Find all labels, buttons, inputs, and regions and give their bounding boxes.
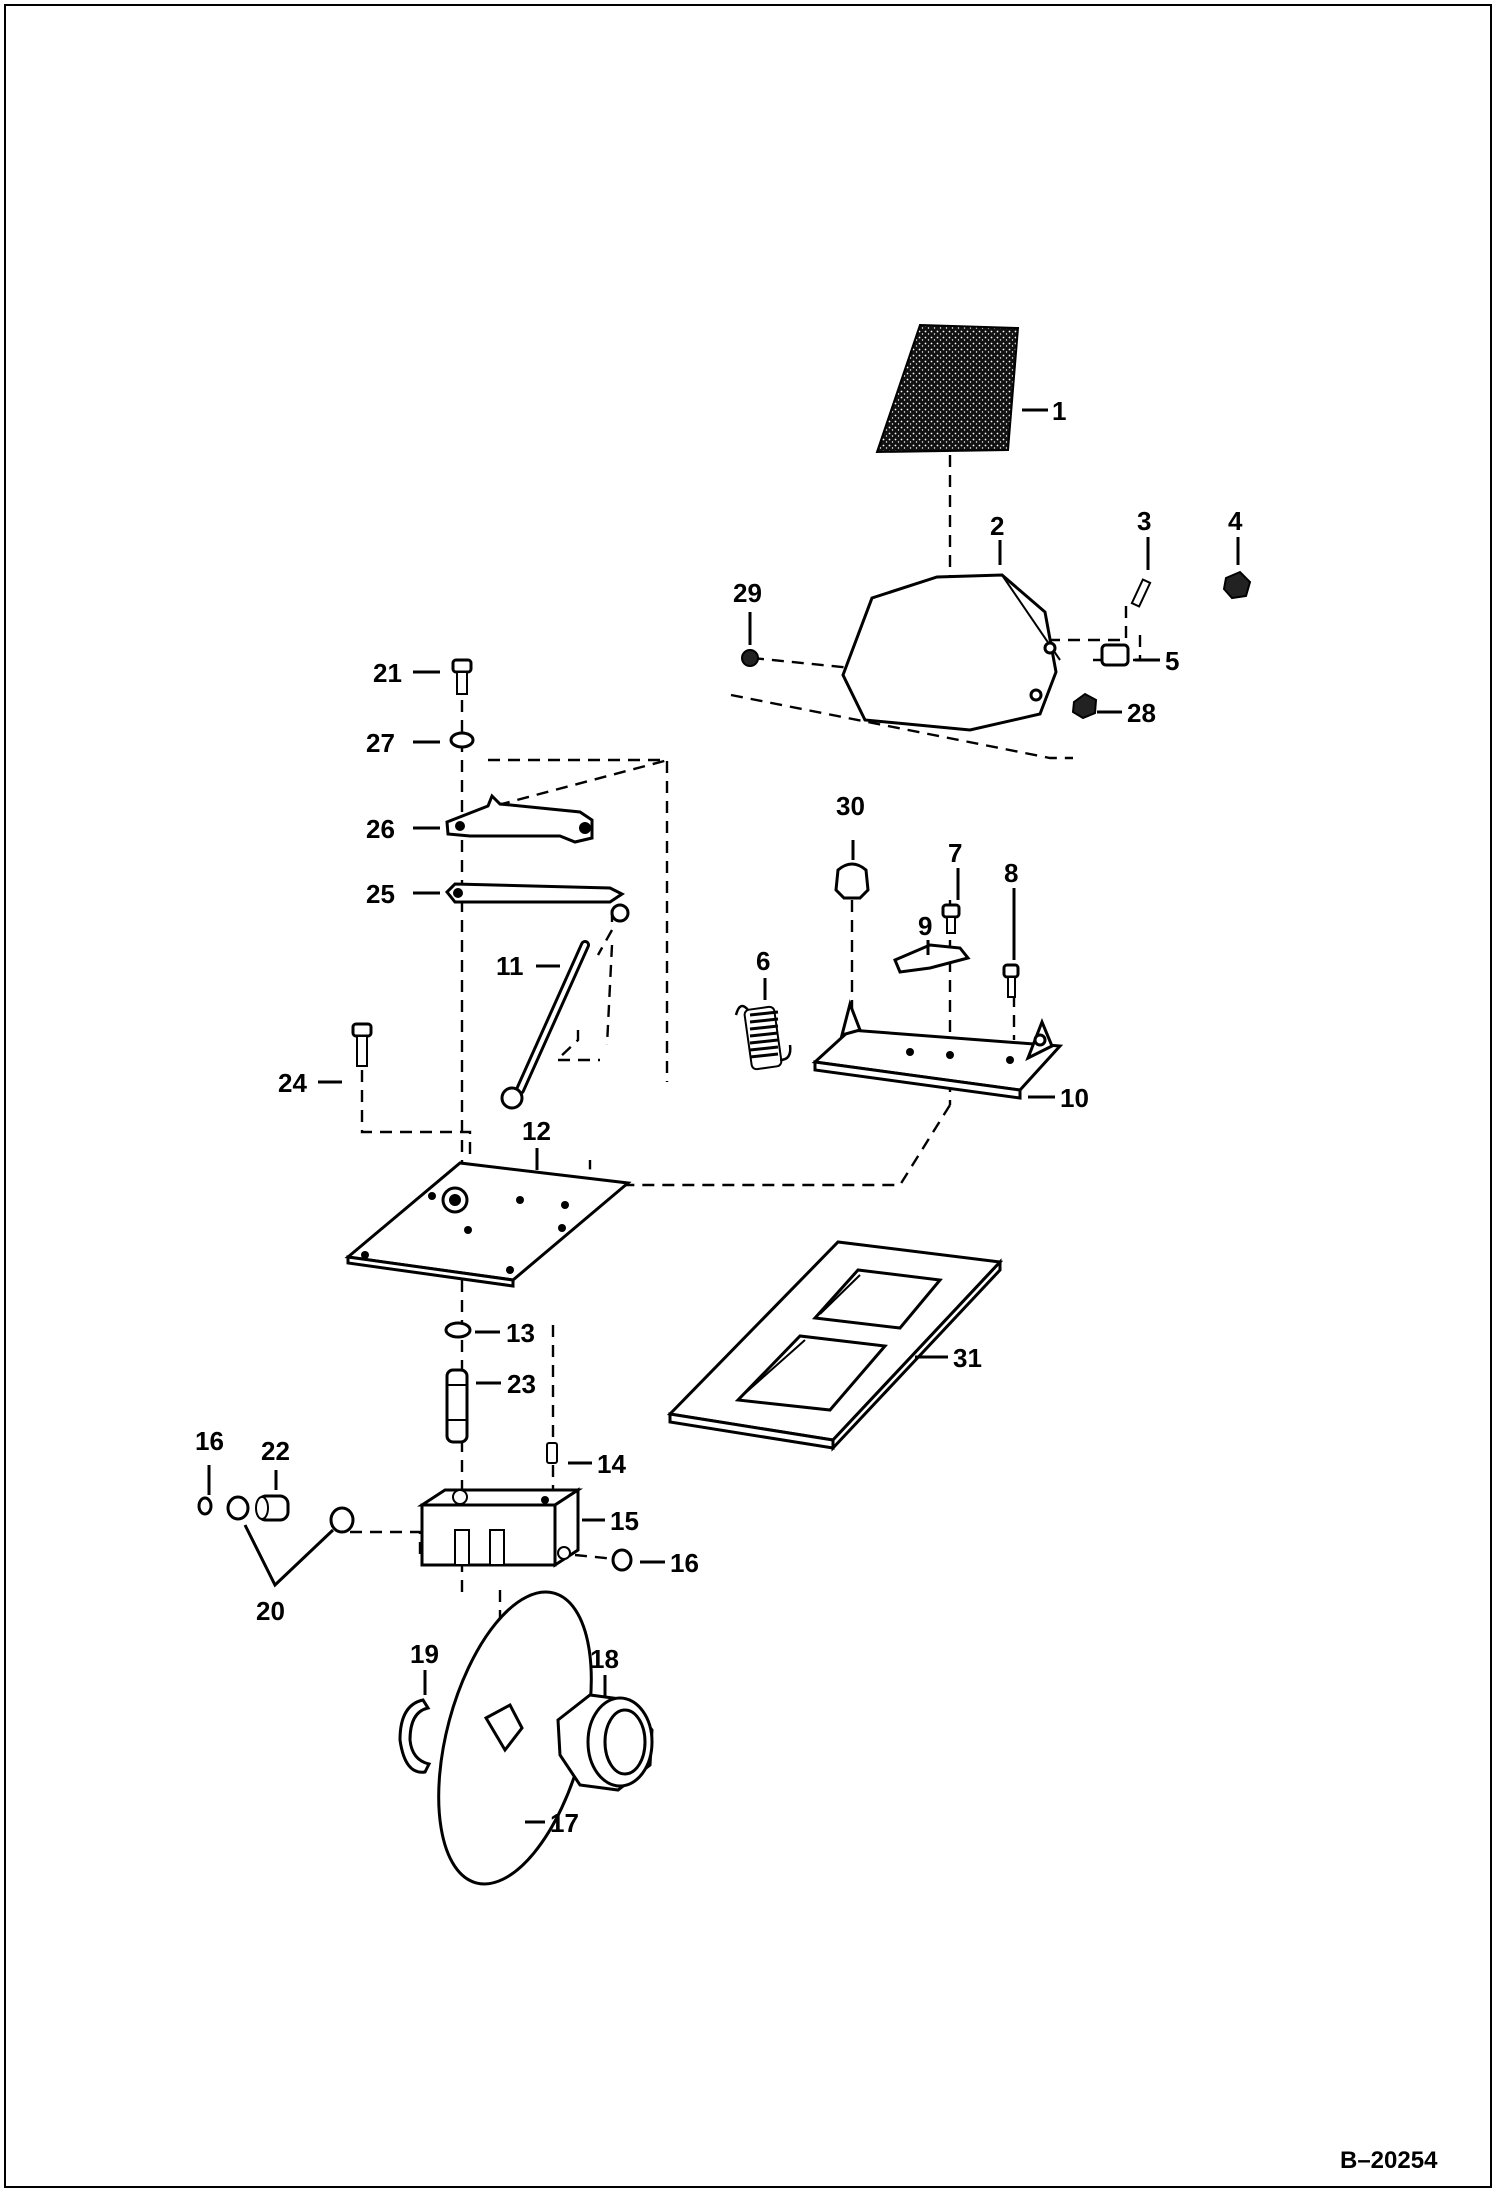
callout-13: 13: [506, 1318, 535, 1348]
link-bar: [444, 882, 625, 904]
upper-lever: [445, 793, 594, 844]
hex-nut: [556, 1693, 654, 1792]
washer: [449, 731, 475, 749]
callout-29: 29: [733, 578, 762, 608]
grip-pad: [875, 323, 1020, 454]
pin-shaft: [445, 1368, 469, 1444]
callout-28: 28: [1127, 698, 1156, 728]
snap-ring: [398, 1698, 432, 1774]
callout-8: 8: [1004, 858, 1018, 888]
seal: [197, 1496, 213, 1516]
callout-19: 19: [410, 1639, 439, 1669]
callout-17: 17: [550, 1808, 579, 1838]
callout-labels: 1 2 3 4 5 6 7 8 9 10 11 12 13 14 15 16 1…: [195, 396, 1243, 1838]
pivot-bushing: [1100, 643, 1130, 667]
figure-reference: B–20254: [1340, 2147, 1438, 2174]
callout-15: 15: [610, 1506, 639, 1536]
pedal-hole: [1043, 641, 1057, 655]
mounting-plate: [344, 1161, 632, 1288]
knob: [834, 862, 870, 900]
linkage-rod: [500, 903, 630, 1110]
callout-31: 31: [953, 1343, 982, 1373]
diagram-frame: [4, 4, 1492, 2188]
callout-23: 23: [507, 1369, 536, 1399]
bolt-24: [351, 1022, 373, 1067]
callout-25: 25: [366, 879, 395, 909]
seal: [611, 1548, 633, 1572]
callout-24: 24: [278, 1068, 307, 1098]
valve-block: [416, 1487, 584, 1568]
callout-6: 6: [756, 946, 770, 976]
o-ring: [444, 1321, 472, 1339]
callout-2: 2: [990, 511, 1004, 541]
callout-26: 26: [366, 814, 395, 844]
callout-10: 10: [1060, 1083, 1089, 1113]
bracket: [893, 943, 971, 974]
callout-14: 14: [597, 1449, 626, 1479]
callout-7: 7: [948, 838, 962, 868]
lock-nut: [1071, 692, 1098, 720]
pedal-hole: [1029, 688, 1043, 702]
set-screw: [546, 1442, 558, 1464]
callout-11: 11: [496, 951, 524, 981]
roll-pin: [1130, 578, 1152, 608]
nut: [1222, 570, 1252, 600]
callout-30: 30: [836, 791, 865, 821]
bolt-7: [941, 903, 961, 934]
callout-21: 21: [373, 658, 402, 688]
callout-9: 9: [918, 911, 932, 941]
pedal-plate: [841, 573, 1058, 732]
callout-16-right: 16: [670, 1548, 699, 1578]
callout-5: 5: [1165, 646, 1179, 676]
callout-20: 20: [256, 1596, 285, 1626]
floor-frame: [666, 1240, 1004, 1452]
bolt-8: [1002, 963, 1020, 998]
seal-right: [329, 1506, 355, 1534]
spring: [734, 1004, 792, 1071]
seal-inner: [226, 1495, 250, 1521]
plug: [741, 649, 759, 667]
leader-lines: [207, 408, 1240, 1824]
callout-1: 1: [1052, 396, 1066, 426]
bushing: [255, 1494, 290, 1522]
disc-hub: [483, 1702, 524, 1753]
callout-3: 3: [1137, 506, 1151, 536]
callout-27: 27: [366, 728, 395, 758]
bolt: [451, 658, 473, 695]
base-plate: [811, 999, 1064, 1100]
callout-12: 12: [522, 1116, 551, 1146]
callout-18: 18: [590, 1644, 619, 1674]
callout-4: 4: [1228, 506, 1243, 536]
callout-22: 22: [261, 1436, 290, 1466]
callout-16-left: 16: [195, 1426, 224, 1456]
